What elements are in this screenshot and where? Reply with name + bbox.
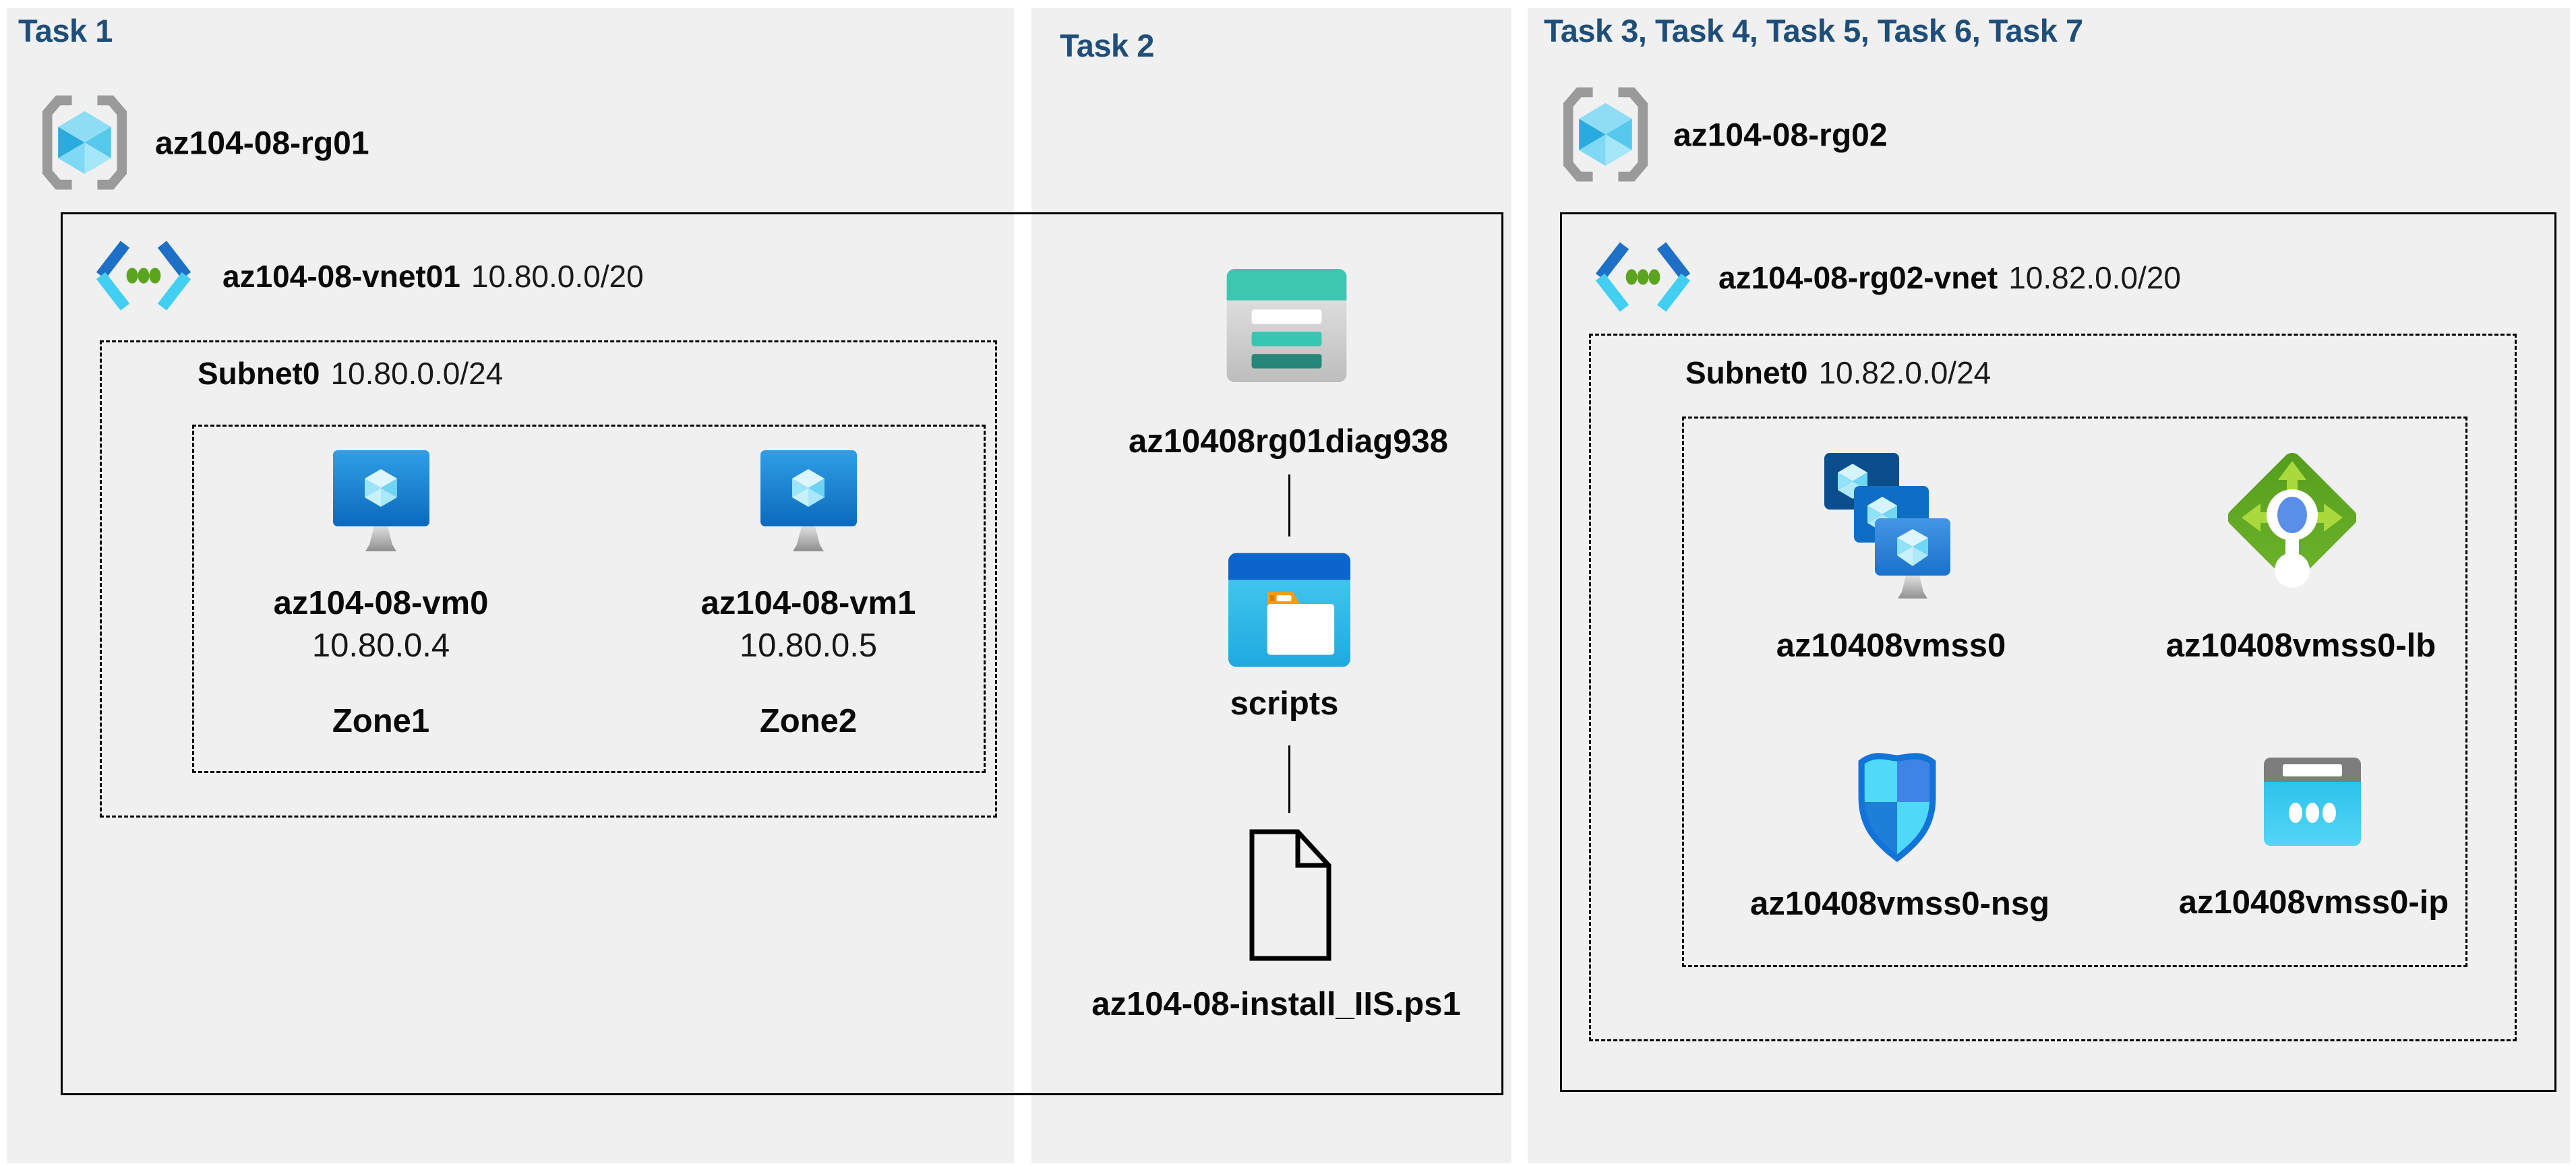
storage-account-icon xyxy=(1226,269,1348,382)
vm-zone: Zone1 xyxy=(332,703,430,739)
task3-title: Task 3, Task 4, Task 5, Task 6, Task 7 xyxy=(1544,13,2083,49)
vnet2-boundary xyxy=(1560,212,2556,1092)
vnet1-cidr: 10.80.0.0/20 xyxy=(471,259,644,294)
load-balancer-icon xyxy=(2228,445,2356,592)
zones-boundary xyxy=(192,425,986,773)
resource-group-icon xyxy=(40,93,129,192)
container-name: scripts xyxy=(1230,685,1339,722)
vm-ip: 10.80.0.4 xyxy=(311,627,450,664)
virtual-network-icon xyxy=(1593,241,1693,313)
subnet1-boundary xyxy=(100,340,997,818)
vnet1-label: az104-08-vnet01 10.80.0.0/20 xyxy=(222,258,644,295)
subnet1-label: Subnet0 10.80.0.0/24 xyxy=(198,355,503,392)
virtual-machine-icon xyxy=(333,450,429,558)
vm-scale-set-icon xyxy=(1824,453,1950,603)
panel-task3 xyxy=(1528,8,2570,1163)
resource-name: az10408vmss0 xyxy=(1776,627,2006,664)
public-ip-icon xyxy=(2264,758,2361,846)
vnet2-name: az104-08-rg02-vnet xyxy=(1718,260,1998,295)
resource-name: az10408vmss0-nsg xyxy=(1749,886,2050,922)
task1-title: Task 1 xyxy=(18,13,113,49)
vnet2-cidr: 10.82.0.0/20 xyxy=(2008,260,2181,295)
vm-name: az104-08-vm1 xyxy=(700,585,916,621)
resource-name: az10408vmss0-ip xyxy=(2178,884,2449,921)
script-file-name: az104-08-install_IIS.ps1 xyxy=(1091,986,1461,1022)
vm-ip: 10.80.0.5 xyxy=(739,627,878,664)
subnet1-name: Subnet0 xyxy=(198,356,320,391)
resource-group-name: az104-08-rg02 xyxy=(1673,117,1888,154)
resource-group-icon xyxy=(1561,85,1650,184)
blob-container-icon xyxy=(1228,553,1350,667)
subnet2-label: Subnet0 10.82.0.0/24 xyxy=(1685,355,1991,391)
script-file-icon xyxy=(1248,828,1333,962)
vnet1-name: az104-08-vnet01 xyxy=(222,259,460,294)
connector-storage-to-scripts xyxy=(1288,474,1290,536)
vm-zone: Zone2 xyxy=(759,703,858,739)
task2-title: Task 2 xyxy=(1060,28,1154,63)
vm-name: az104-08-vm0 xyxy=(273,585,489,621)
resource-group-name: az104-08-rg01 xyxy=(155,125,369,162)
panel-task1 xyxy=(7,8,1014,1163)
subnet2-cidr: 10.82.0.0/24 xyxy=(1818,355,1991,390)
vnet2-label: az104-08-rg02-vnet 10.82.0.0/20 xyxy=(1718,259,2181,296)
subnet2-name: Subnet0 xyxy=(1685,355,1808,390)
vmss-resources-boundary xyxy=(1682,417,2467,967)
storage-account-name: az10408rg01diag938 xyxy=(1129,423,1448,460)
virtual-network-icon xyxy=(94,240,193,311)
connector-scripts-to-file xyxy=(1288,745,1290,813)
vnet1-boundary xyxy=(61,212,1503,1095)
subnet2-boundary xyxy=(1589,334,2517,1041)
virtual-machine-icon xyxy=(760,450,857,558)
network-security-group-icon xyxy=(1856,744,1938,863)
subnet1-cidr: 10.80.0.0/24 xyxy=(330,356,504,391)
resource-name: az10408vmss0-lb xyxy=(2165,627,2436,664)
